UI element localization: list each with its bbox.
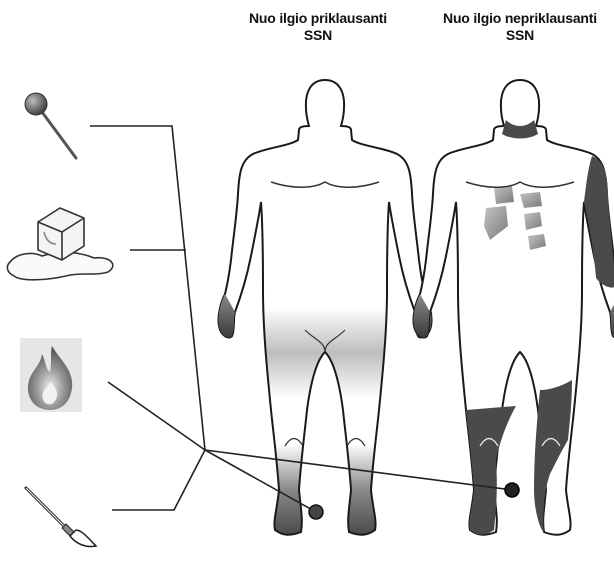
left-body-figure: [218, 80, 431, 535]
arm-affected-area: [584, 156, 614, 288]
left-body-target-point: [309, 505, 323, 519]
left-leg-affected-area: [466, 406, 516, 535]
flame-icon: [20, 338, 82, 412]
pin-icon: [25, 93, 76, 158]
right-body-figure: [413, 80, 614, 535]
right-body-target-point: [505, 483, 519, 497]
paintbrush-icon: [26, 488, 96, 547]
ice-cube-icon: [7, 208, 112, 280]
